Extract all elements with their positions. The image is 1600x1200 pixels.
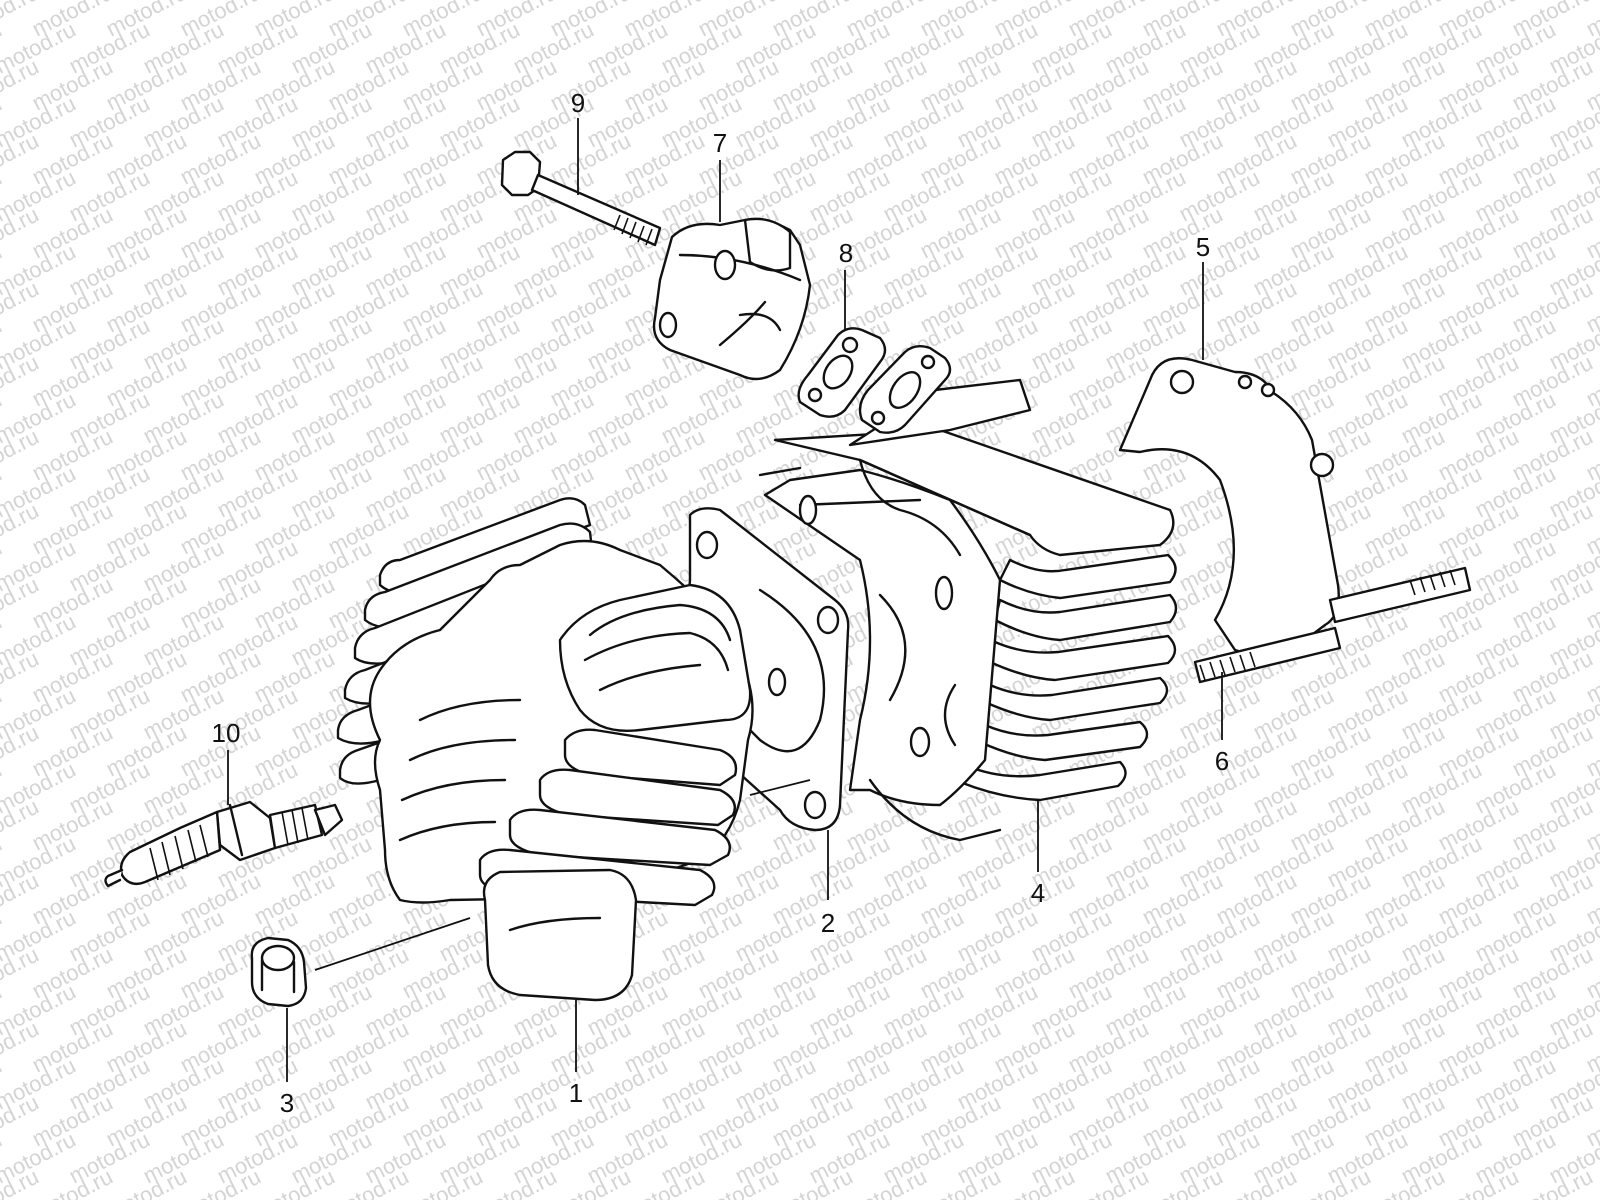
callout-labels: 9 7 8 5 6 4 2 10 3 1 — [212, 88, 1230, 1118]
callout-3: 3 — [280, 1088, 294, 1118]
callout-2: 2 — [821, 908, 835, 938]
callout-10: 10 — [212, 718, 241, 748]
part-7-intake-manifold — [652, 217, 812, 381]
callout-4: 4 — [1031, 878, 1045, 908]
part-4-cylinder-block — [758, 378, 1178, 842]
callout-6: 6 — [1215, 746, 1229, 776]
callout-9: 9 — [571, 88, 585, 118]
leader-lines — [227, 118, 1223, 1082]
part-3-nut — [250, 936, 308, 1008]
part-6-stud-bolts — [1193, 566, 1472, 684]
callout-8: 8 — [839, 238, 853, 268]
part-10-spark-plug — [104, 800, 344, 888]
part-5-base-gasket — [1118, 357, 1340, 662]
callout-1: 1 — [569, 1078, 583, 1108]
part-1-cylinder-head — [336, 497, 754, 1002]
part-9-bolt — [500, 150, 662, 247]
callout-7: 7 — [713, 128, 727, 158]
intake-flange — [858, 345, 952, 434]
part-8-intake-gasket — [797, 327, 887, 418]
callout-5: 5 — [1196, 232, 1210, 262]
